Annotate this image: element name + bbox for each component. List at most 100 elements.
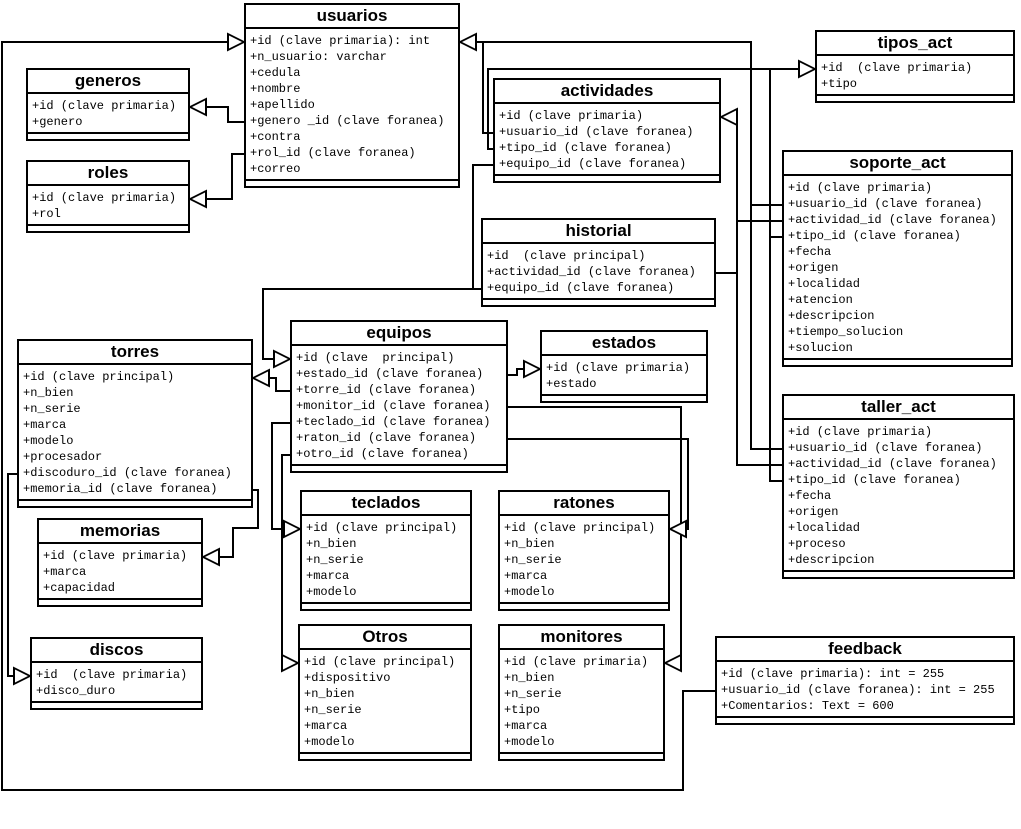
field-row: +equipo_id (clave foranea) (499, 157, 687, 171)
field-row: +raton_id (clave foranea) (296, 431, 477, 445)
field-row: +cedula (250, 66, 301, 80)
field-row: +actividad_id (clave foranea) (788, 457, 997, 471)
entity-equipos[interactable]: equipos+id (clave principal)+estado_id (… (290, 320, 508, 473)
entity-title-equipos: equipos (292, 322, 506, 346)
field-row: +memoria_id (clave foranea) (23, 482, 218, 496)
entity-otros[interactable]: Otros+id (clave principal)+dispositivo+n… (298, 624, 472, 761)
entity-teclados[interactable]: teclados+id (clave principal)+n_bien+n_s… (300, 490, 472, 611)
entity-footer (817, 96, 1013, 101)
entity-monitores[interactable]: monitores+id (clave primaria)+n_bien+n_s… (498, 624, 665, 761)
field-row: +id (clave primaria) (43, 549, 188, 563)
entity-title-soporte_act: soporte_act (784, 152, 1011, 176)
field-row: +otro_id (clave foranea) (296, 447, 469, 461)
entity-footer (300, 754, 470, 759)
arrowhead-into-memorias (200, 547, 220, 567)
field-row: +discoduro_id (clave foranea) (23, 466, 232, 480)
entity-fields-tipos_act: +id (clave primaria) +tipo (817, 56, 1013, 96)
connector-usuarios-rol_id-to-roles (206, 153, 244, 200)
connector-actividades-tipo_id-to-tipos_act (487, 68, 799, 150)
field-row: +id (clave primaria) (788, 181, 933, 195)
arrowhead-into-equipos (273, 349, 293, 369)
field-row: +fecha (788, 489, 832, 503)
field-row: +usuario_id (clave foranea) (788, 197, 983, 211)
entity-torres[interactable]: torres+id (clave principal)+n_bien+n_ser… (17, 339, 253, 508)
arrowhead-into-usuarios-left (227, 32, 247, 52)
field-row: +Comentarios: Text = 600 (721, 699, 894, 713)
connector-feedback-usuario_id-to-usuarios (1, 41, 715, 791)
field-row: +id (clave primaria) (499, 109, 644, 123)
entity-soporte_act[interactable]: soporte_act +id (clave primaria) +usuario_… (782, 150, 1013, 367)
entity-footer (784, 360, 1011, 365)
entity-taller_act[interactable]: taller_act+id (clave primaria)+usuario_i… (782, 394, 1015, 579)
field-row: +modelo (23, 434, 74, 448)
connector-actividades-equipo_id-branch (472, 164, 493, 289)
field-row: +estado_id (clave foranea) (296, 367, 484, 381)
entity-fields-actividades: +id (clave primaria)+usuario_id (clave f… (495, 104, 719, 176)
field-row: +localidad (788, 277, 861, 291)
entity-title-taller_act: taller_act (784, 396, 1013, 420)
entity-estados[interactable]: estados+id (clave primaria)+estado (540, 330, 708, 403)
field-row: +n_serie (304, 703, 362, 717)
field-row: +tipo (821, 77, 858, 91)
entity-ratones[interactable]: ratones+id (clave principal)+n_bien+n_se… (498, 490, 670, 611)
field-row: +n_bien (504, 537, 555, 551)
entity-fields-estados: +id (clave primaria)+estado (542, 356, 706, 396)
arrowhead-into-roles (187, 189, 207, 209)
entity-fields-ratones: +id (clave principal)+n_bien+n_serie+mar… (500, 516, 668, 604)
arrowhead-into-otros (281, 653, 301, 673)
connector-historial-equipo_id-to-equipos (262, 288, 481, 360)
entity-memorias[interactable]: memorias+id (clave primaria)+marca+capac… (37, 518, 203, 607)
field-row: +marca (43, 565, 87, 579)
field-row: +teclado_id (clave foranea) (296, 415, 491, 429)
field-row: +n_bien (504, 671, 555, 685)
connector-soporte-taller-usuario_id-to-usuarios (476, 41, 782, 450)
entity-fields-discos: +id (clave primaria)+disco_duro (32, 663, 201, 703)
arrowhead-into-usuarios-right (457, 32, 477, 52)
entity-footer (28, 226, 188, 231)
entity-historial[interactable]: historial +id (clave principal) +actividad… (481, 218, 716, 307)
field-row: +id (clave primaria) (821, 61, 973, 75)
arrowhead-into-torres (250, 368, 270, 388)
entity-tipos_act[interactable]: tipos_act+id (clave primaria)+tipo (815, 30, 1015, 103)
field-row: +torre_id (clave foranea) (296, 383, 477, 397)
field-row: +actividad_id (clave foranea) (487, 265, 696, 279)
field-row: +tipo (504, 703, 541, 717)
entity-usuarios[interactable]: usuarios+id (clave primaria): int+n_usua… (244, 3, 460, 188)
entity-fields-teclados: +id (clave principal)+n_bien+n_serie+mar… (302, 516, 470, 604)
entity-footer (495, 176, 719, 181)
field-row: +actividad_id (clave foranea) (788, 213, 997, 227)
field-row: +tiempo_solucion (788, 325, 904, 339)
entity-roles[interactable]: roles+id (clave primaria)+rol (26, 160, 190, 233)
entity-fields-historial: +id (clave principal) +actividad_id (clav… (483, 244, 714, 300)
field-row: +modelo (306, 585, 357, 599)
field-row: +id (clave primaria): int (250, 34, 431, 48)
entity-title-generos: generos (28, 70, 188, 94)
field-row: +n_serie (504, 553, 562, 567)
entity-actividades[interactable]: actividades+id (clave primaria)+usuario_… (493, 78, 721, 183)
connector-soporte-taller-tipo_id-to-tipos_act (769, 69, 782, 482)
field-row: +marca (23, 418, 67, 432)
entity-footer (19, 501, 251, 506)
field-row: +disco_duro (36, 684, 116, 698)
entity-title-historial: historial (483, 220, 714, 244)
entity-discos[interactable]: discos+id (clave primaria)+disco_duro (30, 637, 203, 710)
arrowhead-into-estados (523, 359, 543, 379)
arrowhead-into-ratones (667, 519, 687, 539)
field-row: +id (clave principal) (487, 249, 646, 263)
entity-title-otros: Otros (300, 626, 470, 650)
field-row: +n_bien (304, 687, 355, 701)
entity-title-actividades: actividades (495, 80, 719, 104)
entity-feedback[interactable]: feedback+id (clave primaria): int = 255+… (715, 636, 1015, 725)
field-row: +equipo_id (clave foranea) (487, 281, 675, 295)
entity-footer (542, 396, 706, 401)
entity-title-roles: roles (28, 162, 188, 186)
field-row: +tipo_id (clave foranea) (788, 473, 961, 487)
field-row: +tipo_id (clave foranea) (499, 141, 672, 155)
entity-generos[interactable]: generos+id (clave primaria)+genero (26, 68, 190, 141)
field-row: +marca (306, 569, 350, 583)
connector-equipos-estado_id-to-estados (508, 368, 524, 376)
entity-footer (784, 572, 1013, 577)
entity-fields-roles: +id (clave primaria)+rol (28, 186, 188, 226)
entity-title-estados: estados (542, 332, 706, 356)
entity-footer (500, 754, 663, 759)
